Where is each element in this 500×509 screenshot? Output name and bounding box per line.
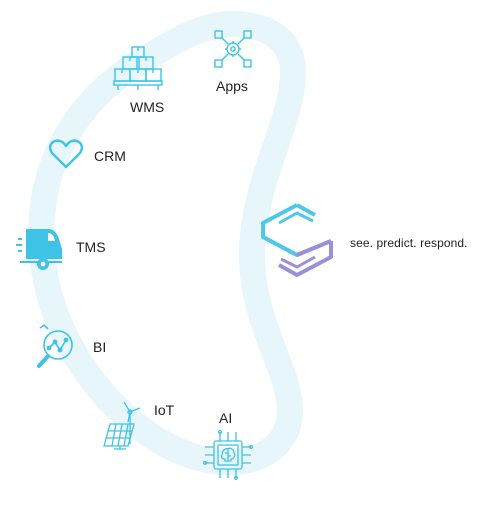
crm-label: CRM bbox=[94, 148, 126, 164]
wms-label: WMS bbox=[130, 99, 165, 115]
delivery-truck-icon bbox=[16, 229, 62, 270]
solar-wind-icon bbox=[103, 401, 141, 450]
s-logo-icon bbox=[261, 203, 333, 277]
apps-label: Apps bbox=[216, 78, 248, 94]
tagline: see. predict. respond. bbox=[350, 236, 468, 250]
bi-label: BI bbox=[93, 339, 107, 355]
ai-chip-icon bbox=[203, 430, 253, 480]
iot-label: IoT bbox=[154, 402, 175, 418]
network-nodes-icon bbox=[214, 30, 252, 68]
magnifier-chart-icon bbox=[37, 323, 73, 368]
tms-label: TMS bbox=[76, 239, 106, 255]
ai-label: AI bbox=[219, 410, 233, 426]
warehouse-boxes-icon bbox=[113, 46, 163, 90]
heart-icon bbox=[48, 139, 84, 169]
